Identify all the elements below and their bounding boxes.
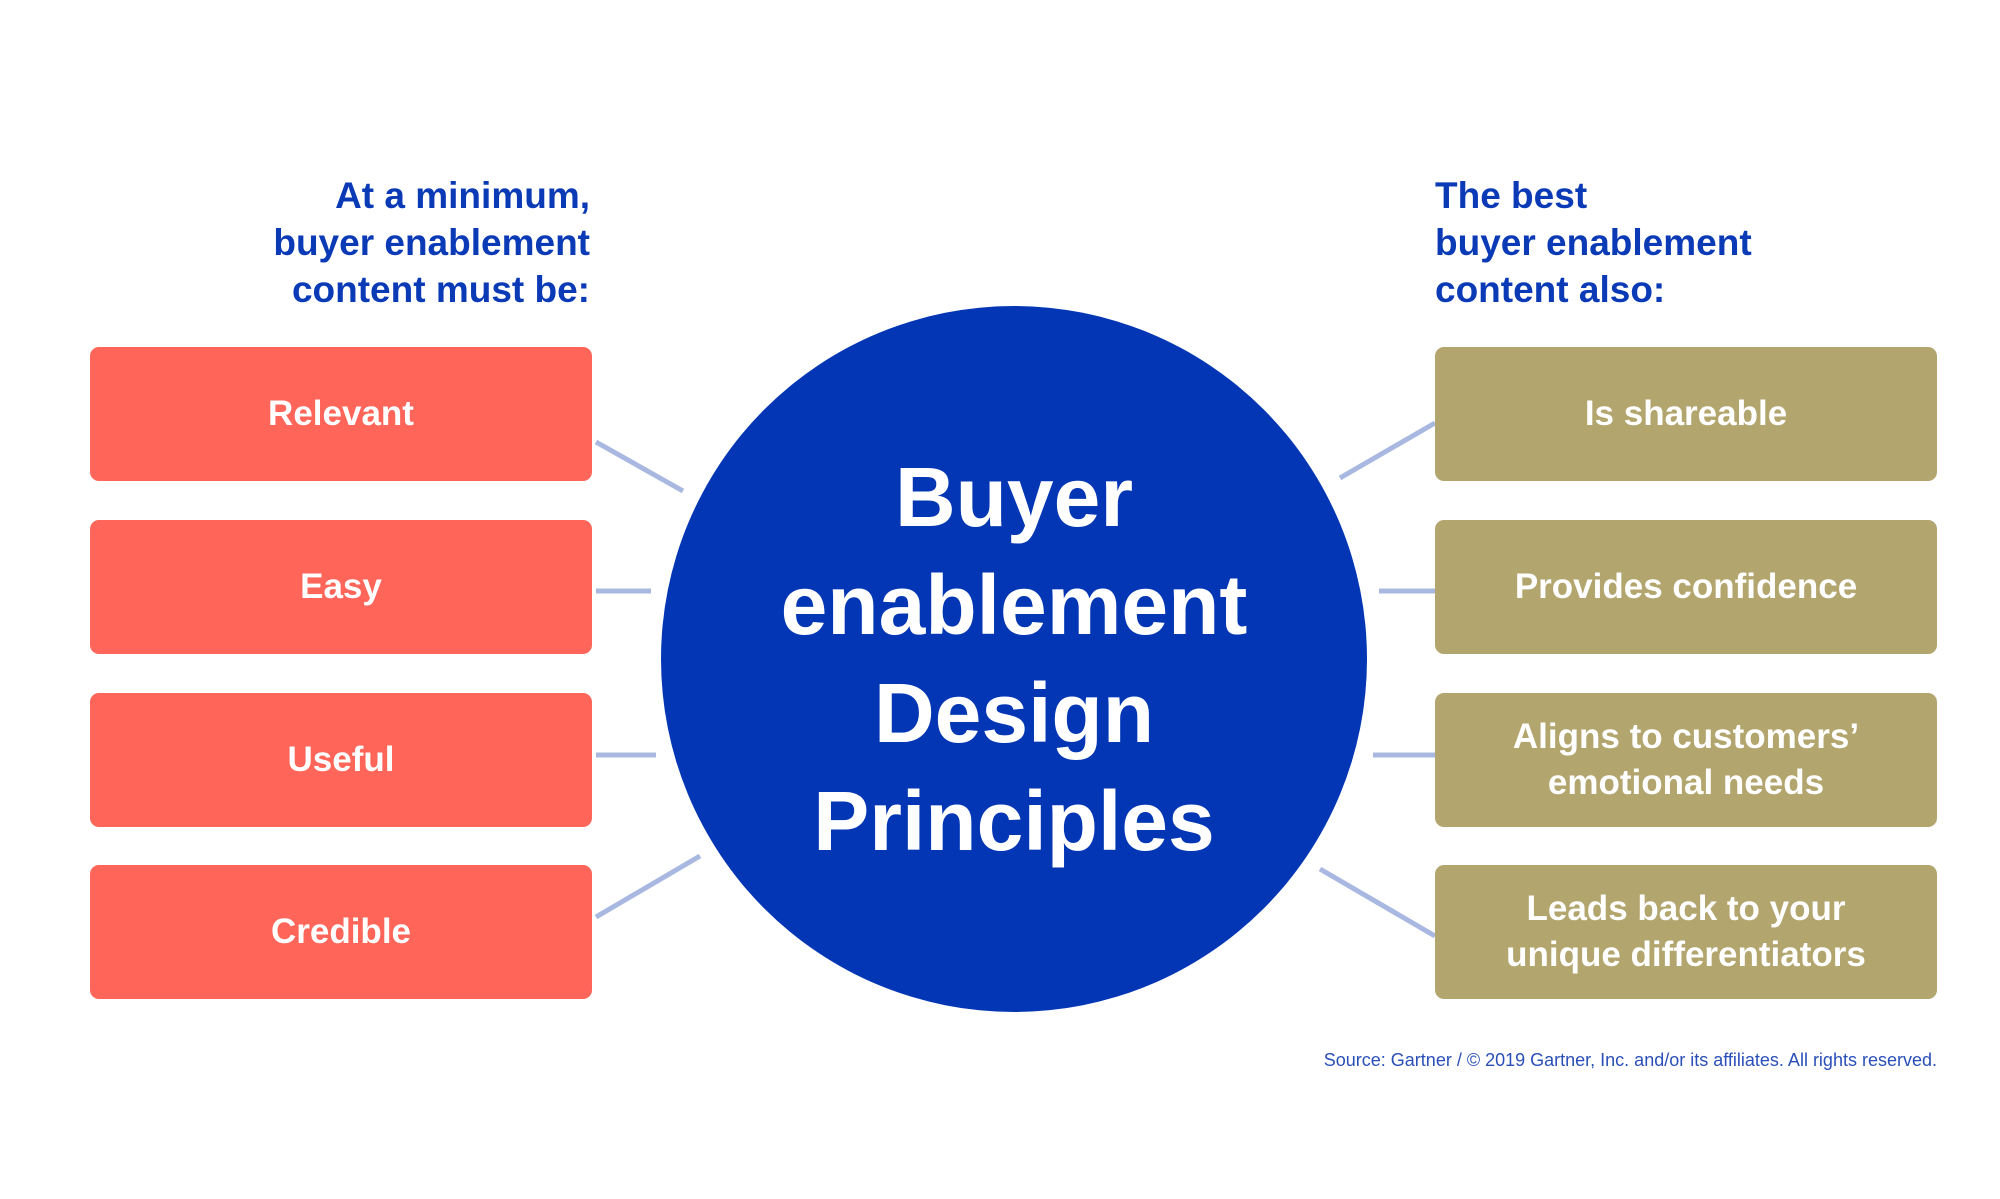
best-item-confidence: Provides confidence [1435, 520, 1937, 654]
minimum-item-useful: Useful [90, 693, 592, 827]
title-line: Buyer [894, 450, 1134, 544]
source-credit: Source: Gartner / © 2019 Gartner, Inc. a… [1323, 1050, 1937, 1070]
title-line: Design [873, 666, 1155, 760]
heading-line: At a minimum, [335, 175, 590, 216]
minimum-item-easy: Easy [90, 520, 592, 654]
heading-line: buyer enablement [1435, 222, 1752, 263]
item-label: Is shareable [1584, 394, 1788, 433]
connector-relevant [594, 439, 685, 494]
minimum-item-credible: Credible [90, 865, 592, 999]
best-item-differentiators: Leads back to your unique differentiators [1435, 865, 1937, 999]
item-label: Leads back to your [1526, 889, 1846, 928]
heading-line: The best [1435, 175, 1588, 216]
item-label: Easy [300, 567, 382, 606]
item-label: unique differentiators [1506, 935, 1866, 974]
item-label: Aligns to customers’ [1512, 717, 1860, 756]
item-label: Useful [287, 740, 395, 779]
item-label: Provides confidence [1514, 567, 1858, 606]
center-circle: Buyer enablement Design Principles [661, 306, 1367, 1012]
minimum-heading: At a minimum, buyer enablement content m… [273, 172, 590, 313]
heading-line: buyer enablement [273, 222, 590, 263]
connector-credible [594, 853, 702, 920]
title-line: Principles [813, 774, 1215, 868]
item-label: Relevant [268, 394, 414, 433]
minimum-item-relevant: Relevant [90, 347, 592, 481]
title-line: enablement [780, 558, 1248, 652]
best-heading: The best buyer enablement content also: [1435, 172, 1752, 313]
best-item-emotional-needs: Aligns to customers’ emotional needs [1435, 693, 1937, 827]
connector-shareable [1338, 420, 1437, 481]
best-item-shareable: Is shareable [1435, 347, 1937, 481]
item-label: Credible [270, 912, 412, 951]
heading-line: content must be: [291, 269, 590, 310]
item-label: emotional needs [1547, 763, 1825, 802]
connector-differentiators [1318, 866, 1437, 939]
heading-line: content also: [1435, 269, 1666, 310]
